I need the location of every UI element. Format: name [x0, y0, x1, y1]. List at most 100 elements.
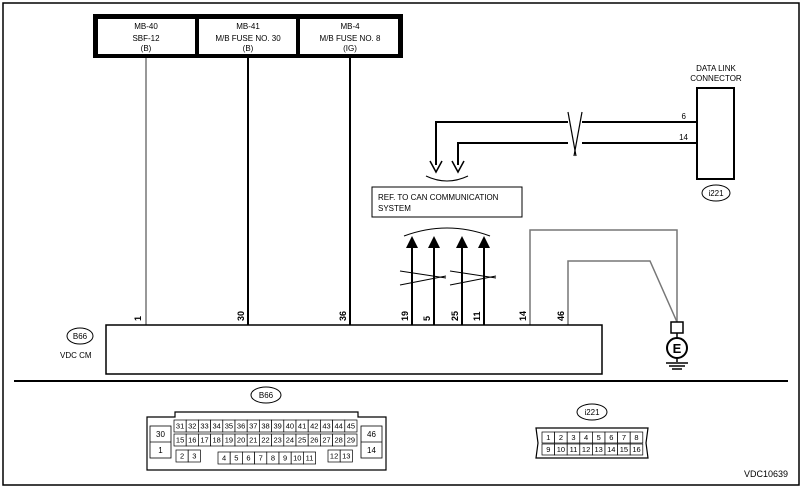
dlc-tag: i221 — [708, 189, 724, 198]
b66-pin: 46 — [367, 430, 376, 439]
b66-pin: 43 — [322, 422, 330, 431]
group-arc — [403, 227, 491, 237]
fuse-block: MB-40 SBF-12 (B) MB-41 M/B FUSE NO. 30 (… — [93, 14, 403, 58]
b66-pin-cell — [339, 449, 353, 463]
b66-pin: 25 — [298, 436, 306, 445]
i221-pin: 9 — [546, 445, 550, 454]
module-body — [105, 324, 603, 375]
module-name: VDC CM — [60, 351, 92, 360]
fuse-label: M/B FUSE NO. 30 — [215, 34, 281, 43]
b66-pin: 6 — [246, 454, 250, 463]
ground-terminal — [670, 321, 684, 334]
b66-pin: 7 — [259, 454, 263, 463]
fuse-name: MB-4 — [340, 22, 360, 31]
fuse-name: MB-40 — [134, 22, 158, 31]
fuse-label: SBF-12 — [132, 34, 160, 43]
b66-pin: 14 — [367, 446, 376, 455]
i221-pin: 14 — [607, 445, 615, 454]
b66-pin: 38 — [261, 422, 269, 431]
b66-pin: 10 — [293, 454, 301, 463]
can-ref-line2: SYSTEM — [378, 204, 411, 213]
b66-pin: 8 — [271, 454, 275, 463]
wire-break-mark — [567, 111, 577, 157]
diagram-code: VDC10639 — [744, 469, 788, 479]
i221-pin: 11 — [570, 445, 578, 454]
b66-pin: 23 — [274, 436, 282, 445]
i221-tag: i221 — [584, 408, 600, 417]
b66-pin-cell — [344, 433, 358, 447]
twisted-pair-mark — [399, 275, 447, 286]
dlc-title-line2: CONNECTOR — [690, 74, 742, 83]
dlc-pin-6: 6 — [682, 112, 687, 121]
dlc-title-line1: DATA LINK — [696, 64, 736, 73]
pin-label-46: 46 — [556, 311, 566, 321]
b66-pin: 19 — [225, 436, 233, 445]
can-ref-box — [371, 186, 523, 218]
b66-pin-cell — [344, 419, 358, 433]
i221-pin: 13 — [595, 445, 603, 454]
module-tag: B66 — [73, 332, 88, 341]
pin-label-19: 19 — [400, 311, 410, 321]
i221-tag-oval — [576, 403, 608, 421]
twisted-pair-mark — [449, 275, 497, 286]
b66-pin: 31 — [176, 422, 184, 431]
pin-label-1: 1 — [133, 316, 143, 321]
module-tag-oval — [66, 327, 94, 345]
b66-pin: 20 — [237, 436, 245, 445]
b66-pin: 35 — [225, 422, 233, 431]
i221-pin-cell — [629, 443, 644, 456]
i221-pin: 1 — [546, 433, 550, 442]
b66-pin: 32 — [188, 422, 196, 431]
b66-pin-cell — [187, 449, 201, 463]
b66-pin: 37 — [249, 422, 257, 431]
can-wires-dlc — [425, 111, 697, 182]
module-pin-labels: 1 30 36 19 5 25 11 14 46 — [133, 311, 566, 321]
b66-pin: 22 — [261, 436, 269, 445]
fuse-state: (IG) — [343, 44, 357, 53]
ground-wires: E — [529, 229, 688, 370]
b66-pin: 24 — [286, 436, 294, 445]
fuse-state: (B) — [141, 44, 152, 53]
b66-pin: 1 — [158, 446, 163, 455]
b66-tag: B66 — [259, 391, 274, 400]
fuse-state: (B) — [243, 44, 254, 53]
pin-label-14: 14 — [518, 311, 528, 321]
b66-pin: 11 — [306, 454, 314, 463]
i221-pin: 15 — [620, 445, 628, 454]
i221-pin: 4 — [584, 433, 588, 442]
b66-pin: 42 — [310, 422, 318, 431]
arrow-head — [456, 236, 468, 248]
i221-pin: 16 — [632, 445, 640, 454]
b66-pin: 4 — [222, 454, 226, 463]
dlc-pin-14: 14 — [679, 133, 688, 142]
b66-pin: 9 — [283, 454, 287, 463]
vdc-cm-module: B66 VDC CM — [60, 324, 603, 375]
pin-label-11: 11 — [472, 311, 482, 321]
arrow-head — [428, 236, 440, 248]
open-arrow — [429, 160, 443, 174]
b66-pin: 26 — [310, 436, 318, 445]
can-wires-module — [399, 227, 497, 325]
data-link-connector: DATA LINK CONNECTOR 6 14 i221 — [679, 64, 742, 202]
wire-break-mark — [573, 111, 583, 157]
i221-pin: 7 — [622, 433, 626, 442]
b66-tag-oval — [250, 386, 282, 404]
b66-pin: 36 — [237, 422, 245, 431]
i221-pin-cell — [629, 431, 644, 444]
i221-pin: 3 — [571, 433, 575, 442]
pin-label-25: 25 — [450, 311, 460, 321]
b66-pin: 12 — [330, 452, 338, 461]
b66-pin: 15 — [176, 436, 184, 445]
can-ref-line1: REF. TO CAN COMMUNICATION — [378, 193, 499, 202]
b66-pin: 41 — [298, 422, 306, 431]
b66-pin: 34 — [213, 422, 221, 431]
b66-pin: 44 — [335, 422, 343, 431]
fuse-box-mb41 — [199, 19, 296, 54]
b66-pin: 13 — [342, 452, 350, 461]
dlc-body — [696, 87, 735, 180]
